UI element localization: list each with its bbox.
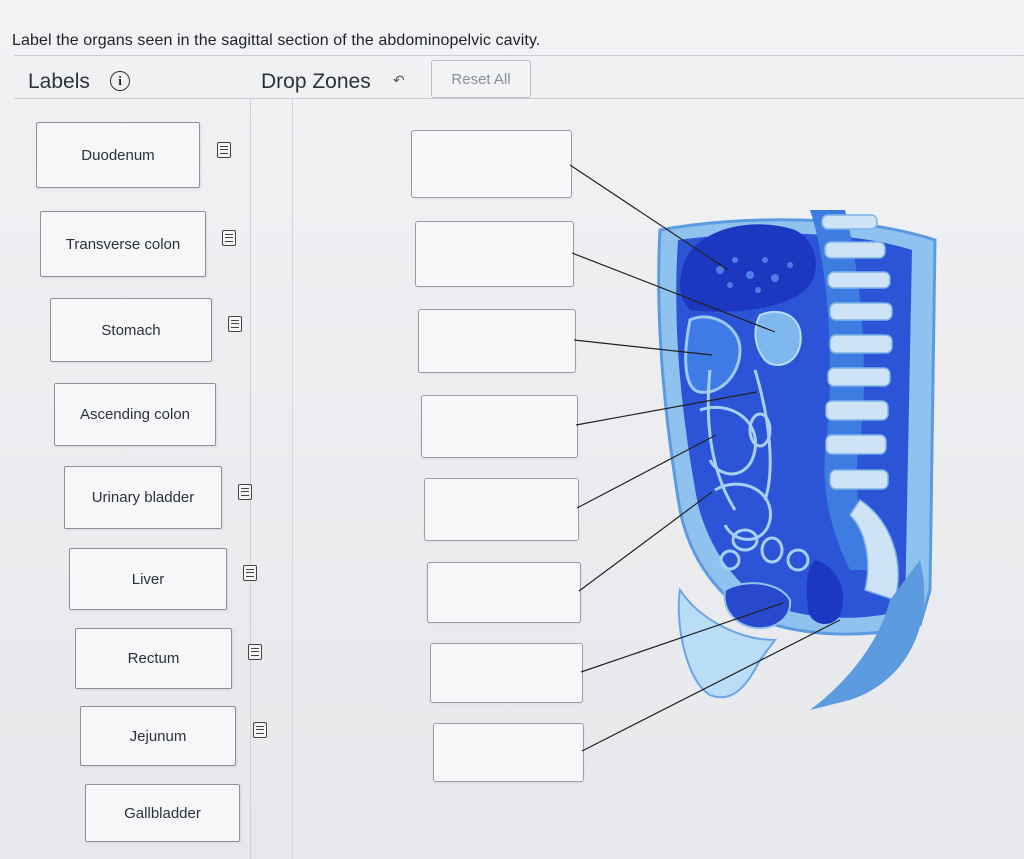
header-divider [14,55,1024,56]
lower-body [677,587,777,699]
note-icon[interactable] [238,484,252,500]
liver-shape [680,224,816,312]
leader-line [581,619,841,752]
drop-zone-4[interactable] [421,395,578,458]
note-icon[interactable] [248,644,262,660]
undo-arrow-icon[interactable]: ↶ [393,72,405,88]
note-icon[interactable] [228,316,242,332]
drop-zone-3[interactable] [418,309,576,373]
drop-zones-title: Drop Zones [261,70,371,93]
sagittal-section-illustration [657,210,937,710]
label-jejunum[interactable]: Jejunum [80,706,236,766]
note-icon[interactable] [243,565,257,581]
label-urinary-bladder[interactable]: Urinary bladder [64,466,222,529]
note-icon[interactable] [222,230,236,246]
reset-all-button[interactable]: Reset All [431,60,531,98]
rectum-shape [806,560,844,625]
drop-zone-2[interactable] [415,221,574,287]
buttock-outline [810,560,925,710]
label-stomach[interactable]: Stomach [50,298,212,362]
leader-line [580,602,784,673]
label-liver[interactable]: Liver [69,548,227,610]
intestine-loops [699,369,810,572]
leader-line [578,491,713,592]
leader-line [571,252,776,333]
labels-scroll-gutter [250,98,293,859]
label-gallbladder[interactable]: Gallbladder [85,784,240,842]
labels-column [14,98,251,859]
drop-zone-8[interactable] [433,723,584,782]
leader-line [573,339,713,356]
question-text: Label the organs seen in the sagittal se… [12,32,541,49]
drop-zone-6[interactable] [427,562,581,623]
pancreas-shape [754,310,802,366]
info-icon[interactable]: i [110,71,130,91]
label-duodenum[interactable]: Duodenum [36,122,200,188]
header-divider-bottom [14,98,1024,99]
label-transverse-colon[interactable]: Transverse colon [40,211,206,277]
note-icon[interactable] [217,142,231,158]
labels-title: Labels [28,70,90,93]
drop-zone-5[interactable] [424,478,579,541]
note-icon[interactable] [253,722,267,738]
leader-line [569,164,729,271]
drop-zone-7[interactable] [430,643,583,703]
leader-line [576,434,717,509]
label-ascending-colon[interactable]: Ascending colon [54,383,216,446]
label-rectum[interactable]: Rectum [75,628,232,689]
drop-zone-1[interactable] [411,130,572,198]
stomach-shape [684,315,742,394]
spine [810,210,899,601]
liver-texture [716,257,793,293]
leader-line [575,391,758,426]
